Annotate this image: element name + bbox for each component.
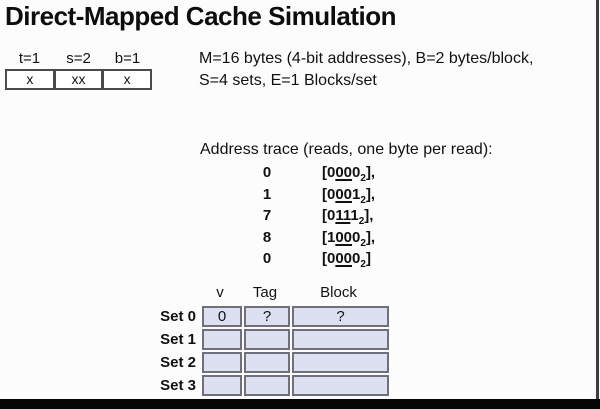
set-bits: 00 <box>335 185 353 203</box>
cache-parameters-line2: S=4 sets, E=1 Blocks/set <box>199 72 377 89</box>
tag-cell: ? <box>244 306 290 327</box>
trace-address: 0 <box>262 250 272 267</box>
trace-address: 8 <box>262 228 272 246</box>
set-bits: 11 <box>335 207 351 224</box>
trace-row: 0 [00002] <box>200 248 375 270</box>
set-label: Set 2 <box>160 354 196 371</box>
tag-cell <box>244 375 290 396</box>
bitfield-header-tag: t=1 <box>18 50 41 67</box>
bitfield-cell-offset: x <box>104 71 151 88</box>
cache-parameters: M=16 bytes (4-bit addresses), B=2 bytes/… <box>199 48 533 92</box>
bitfield-cell-tag: x <box>7 71 56 88</box>
table-row: Set 2 <box>141 352 389 373</box>
set-label: Set 0 <box>160 308 196 325</box>
bitfield-header-set: s=2 <box>66 50 91 67</box>
valid-cell <box>202 329 242 350</box>
set-bits: 00 <box>335 228 353 246</box>
table-row: Set 1 <box>141 329 389 350</box>
table-row: Set 0 0 ? ? <box>141 306 389 327</box>
cache-parameters-line1: M=16 bytes (4-bit addresses), B=2 bytes/… <box>199 50 534 67</box>
subscript-base: 2 <box>360 173 366 184</box>
cache-column-headers: v Tag Block <box>200 284 387 301</box>
page-title: Direct-Mapped Cache Simulation <box>5 1 396 31</box>
bitfield-table: x xx x <box>5 69 152 90</box>
block-cell <box>292 329 389 350</box>
trace-row: 7 [01112], <box>200 205 375 227</box>
viewer-right-edge <box>596 0 599 399</box>
trace-binary: [00002] <box>322 250 371 270</box>
valid-cell <box>202 375 242 396</box>
trace-row: 1 [00012], <box>200 184 375 206</box>
bitfield-headers: t=1 s=2 b=1 <box>5 50 152 67</box>
trace-binary: [00002], <box>322 164 376 184</box>
valid-cell: 0 <box>202 306 242 327</box>
bitfield-header-offset: b=1 <box>114 50 141 67</box>
tag-cell <box>244 329 290 350</box>
valid-cell <box>202 352 242 373</box>
table-row: Set 3 <box>141 375 389 396</box>
subscript-base: 2 <box>360 237 366 249</box>
block-cell <box>292 375 389 396</box>
subscript-base: 2 <box>360 259 366 270</box>
trace-row: 0 [00002], <box>200 162 375 184</box>
subscript-base: 2 <box>358 216 365 227</box>
trace-binary: [10002], <box>322 228 376 249</box>
address-bitfield: t=1 s=2 b=1 x xx x <box>5 50 152 90</box>
trace-binary: [00012], <box>322 185 376 206</box>
address-trace: 0 [00002], 1 [00012], 7 [01112], 8 [1000… <box>200 162 375 270</box>
trace-address: 1 <box>262 185 272 203</box>
set-bits: 00 <box>335 250 353 267</box>
block-cell <box>292 352 389 373</box>
trace-binary: [01112], <box>322 207 374 227</box>
viewer-bottom-bar <box>0 399 600 409</box>
trace-address: 7 <box>262 207 272 224</box>
tag-cell <box>244 352 290 373</box>
bitfield-cell-set: xx <box>55 71 105 88</box>
cache-table: Set 0 0 ? ? Set 1 Set 2 Set 3 <box>139 304 391 398</box>
trace-row: 8 [10002], <box>200 227 375 249</box>
set-label: Set 3 <box>160 377 196 394</box>
column-header-block: Block <box>320 284 357 301</box>
set-label: Set 1 <box>160 331 196 348</box>
trace-heading: Address trace (reads, one byte per read)… <box>200 141 493 158</box>
trace-address: 0 <box>262 164 272 181</box>
block-cell: ? <box>292 306 389 327</box>
set-bits: 00 <box>335 164 353 181</box>
column-header-valid: v <box>216 284 224 301</box>
subscript-base: 2 <box>360 194 366 206</box>
column-header-tag: Tag <box>252 284 278 301</box>
